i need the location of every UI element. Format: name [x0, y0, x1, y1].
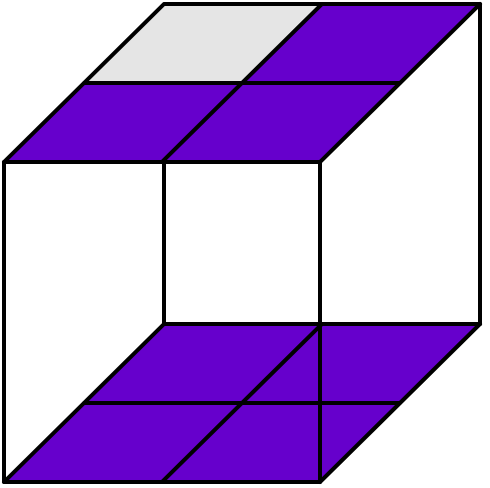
edge-bottom-right-depth: [318, 322, 482, 484]
top-layer-cell-front-right: [160, 81, 402, 164]
top-layer: [2, 2, 482, 164]
bottom-layer: [2, 322, 482, 484]
